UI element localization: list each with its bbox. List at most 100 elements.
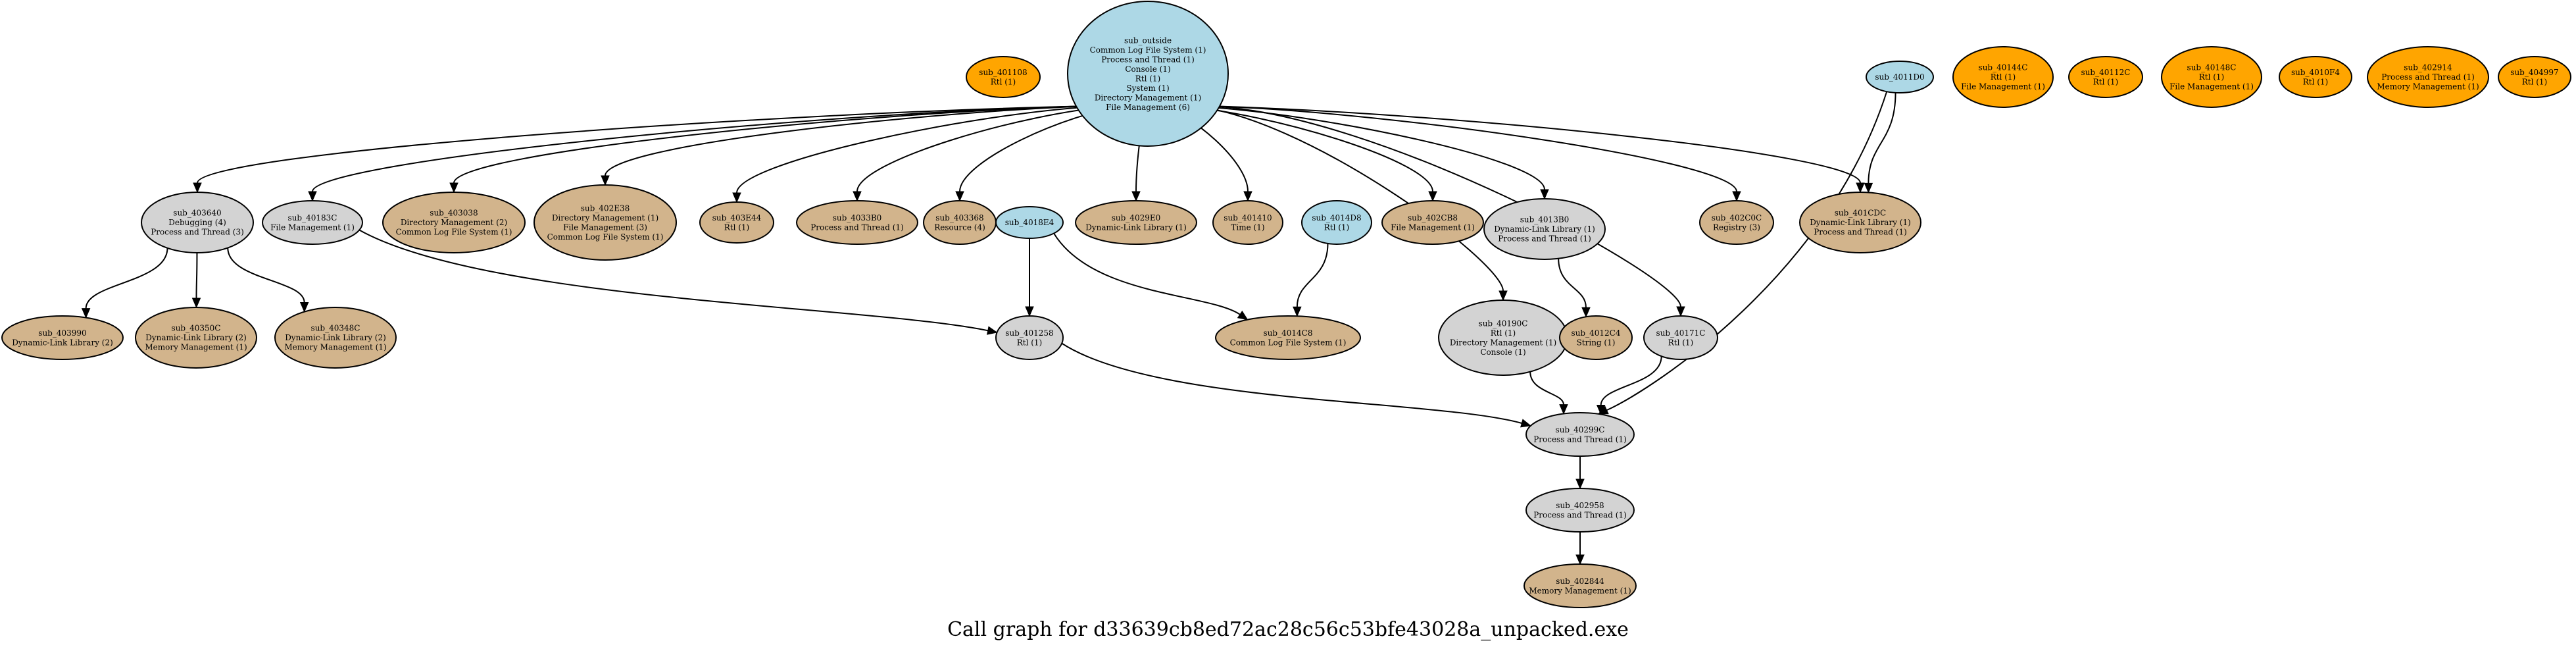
node-api-count: Memory Management (1) bbox=[2377, 82, 2479, 91]
edge-arrowhead bbox=[1499, 290, 1508, 301]
node-name: sub_402844 bbox=[1556, 577, 1604, 586]
edge-sub-4014d8-to-sub-4014c8 bbox=[1293, 243, 1329, 317]
edge-arrowhead bbox=[81, 308, 91, 319]
node-api-count: Process and Thread (1) bbox=[1814, 228, 1907, 237]
node-api-count: Rtl (1) bbox=[1991, 72, 2016, 82]
edge-sub-4018e4-to-sub-4014c8 bbox=[1053, 232, 1249, 321]
node-api-count: Directory Management (1) bbox=[1095, 93, 1201, 102]
node-api-count: Dynamic-Link Library (2) bbox=[145, 333, 247, 342]
node-name: sub_402958 bbox=[1556, 501, 1604, 510]
node-api-count: String (1) bbox=[1577, 338, 1616, 347]
node-name: sub_4018E4 bbox=[1005, 218, 1054, 227]
edge-arrowhead bbox=[1864, 182, 1873, 194]
edge-line bbox=[453, 105, 1080, 184]
node-sub-4011d0: sub_4011D0 bbox=[1866, 61, 1934, 93]
edge-arrowhead bbox=[1243, 191, 1252, 202]
node-name: sub_402CB8 bbox=[1408, 213, 1458, 222]
node-ellipse bbox=[2068, 56, 2143, 98]
edge-line bbox=[856, 105, 1114, 192]
node-name: sub_4014D8 bbox=[1312, 213, 1361, 222]
node-ellipse bbox=[1381, 200, 1484, 245]
edge-sub-outside-to-sub-40190c bbox=[1190, 105, 1508, 301]
node-api-count: Process and Thread (1) bbox=[810, 222, 904, 232]
edge-sub-40171c-to-sub-40299c bbox=[1596, 356, 1662, 415]
node-name: sub_40144C bbox=[1979, 63, 2028, 72]
node-name: sub_401410 bbox=[1224, 213, 1272, 222]
edge-arrowhead bbox=[1676, 306, 1685, 317]
edge-arrowhead bbox=[955, 191, 964, 202]
node-api-count: File Management (1) bbox=[1391, 222, 1475, 232]
node-ellipse bbox=[274, 307, 397, 369]
node-ellipse bbox=[1523, 563, 1637, 608]
node-api-count: Rtl (1) bbox=[724, 222, 750, 232]
node-name: sub_403368 bbox=[935, 213, 983, 222]
node-name: sub_40148C bbox=[2187, 63, 2237, 72]
node-ellipse bbox=[262, 200, 363, 245]
node-name: sub_403990 bbox=[38, 328, 86, 338]
node-ellipse bbox=[382, 192, 526, 253]
node-ellipse bbox=[533, 184, 677, 261]
node-api-count: Process and Thread (1) bbox=[1533, 434, 1627, 444]
edge-arrowhead bbox=[601, 175, 610, 186]
node-ellipse bbox=[2279, 56, 2352, 98]
graph-caption: Call graph for d33639cb8ed72ac28c56c53bf… bbox=[947, 618, 1629, 641]
node-ellipse bbox=[1301, 200, 1372, 245]
node-name: sub_4014C8 bbox=[1264, 328, 1313, 338]
node-name: sub_4011D0 bbox=[1875, 72, 1924, 82]
node-api-count: Console (1) bbox=[1125, 65, 1170, 74]
node-ellipse bbox=[2498, 56, 2571, 98]
node-ellipse bbox=[995, 315, 1064, 360]
edge-arrowhead bbox=[299, 302, 309, 313]
edge-arrowhead bbox=[1293, 306, 1302, 317]
edge-sub-403640-to-sub-40350c bbox=[191, 252, 201, 309]
node-api-count: Dynamic-Link Library (2) bbox=[285, 333, 386, 342]
edge-line bbox=[736, 105, 1099, 194]
node-name: sub_4013B0 bbox=[1520, 215, 1570, 224]
edge-line bbox=[1195, 105, 1545, 190]
node-api-count: Common Log File System (1) bbox=[1230, 338, 1347, 347]
edge-arrowhead bbox=[1025, 306, 1034, 317]
node-ellipse bbox=[1, 315, 124, 360]
node-ellipse bbox=[1643, 315, 1718, 360]
edge-sub-403640-to-sub-403990 bbox=[81, 247, 168, 319]
edge-line bbox=[1061, 342, 1522, 424]
edge-sub-outside-to-sub-403640 bbox=[193, 105, 1080, 194]
node-name: sub_402914 bbox=[2404, 63, 2452, 72]
node-ellipse bbox=[1559, 315, 1633, 360]
edge-line bbox=[1868, 92, 1896, 184]
edges-layer bbox=[81, 91, 1896, 565]
node-name: sub_40190C bbox=[1479, 319, 1528, 328]
edge-line bbox=[1529, 371, 1564, 405]
node-api-count: Rtl (1) bbox=[1491, 328, 1516, 338]
node-sub-4018e4: sub_4018E4 bbox=[995, 206, 1064, 239]
edge-line bbox=[227, 247, 305, 303]
edge-sub-outside-to-sub-402e38 bbox=[601, 105, 1083, 186]
edge-sub-outside-to-sub-4033b0 bbox=[853, 105, 1114, 202]
edge-arrowhead bbox=[732, 192, 741, 203]
node-name: sub_outside bbox=[1124, 36, 1172, 45]
node-api-count: Common Log File System (1) bbox=[1090, 45, 1206, 55]
edge-sub-outside-to-sub-4013b0 bbox=[1195, 105, 1549, 200]
node-api-count: Dynamic-Link Library (2) bbox=[12, 338, 113, 347]
edge-arrowhead bbox=[1540, 189, 1549, 200]
node-name: sub_402E38 bbox=[581, 203, 630, 213]
edge-sub-outside-to-sub-402c0c bbox=[1216, 105, 1741, 202]
node-ellipse bbox=[699, 201, 774, 244]
edge-sub-4011d0-to-sub-40299c bbox=[1597, 91, 1888, 415]
node-name: sub_4029E0 bbox=[1112, 213, 1161, 222]
edge-arrowhead bbox=[1237, 310, 1249, 321]
